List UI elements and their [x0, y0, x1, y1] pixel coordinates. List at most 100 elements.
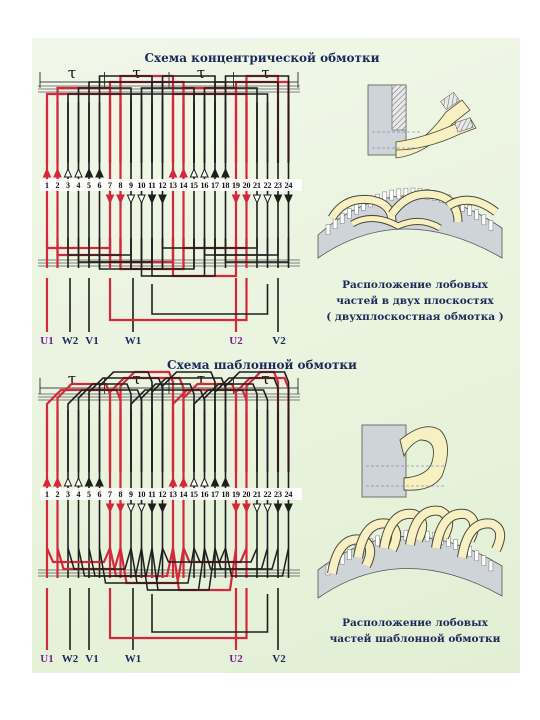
phase-u-return	[108, 588, 248, 640]
slot-number: 1	[45, 181, 49, 190]
bottom-coil-side-sketch	[361, 424, 448, 498]
current-arrow	[42, 167, 52, 178]
current-arrow	[74, 476, 83, 487]
pole-pitch-label: τ	[68, 64, 76, 82]
top-title: Схема концентрической обмотки	[144, 51, 379, 65]
bottom-title: Схема шаблонной обмотки	[167, 358, 357, 372]
slot-number: 24	[285, 490, 293, 499]
slot-number: 10	[138, 181, 146, 190]
phase-u-coil-top	[56, 86, 112, 163]
current-arrow	[84, 167, 94, 178]
slot-number: 17	[211, 181, 219, 190]
phase-u-coil-bottom	[45, 547, 112, 564]
current-arrow	[284, 194, 293, 205]
top-winding-wires	[38, 74, 300, 332]
current-arrow	[53, 476, 62, 487]
slot-number: 1	[45, 490, 49, 499]
slot-number: 17	[211, 490, 219, 499]
stator-tooth	[481, 555, 487, 566]
slot-number: 6	[98, 181, 102, 190]
slot-number: 2	[56, 181, 60, 190]
slot-number: 15	[190, 490, 198, 499]
bottom-caption: Расположение лобовых частей шаблонной об…	[330, 617, 501, 645]
template-coil-fill	[380, 509, 427, 549]
current-arrow	[126, 503, 136, 514]
current-arrow	[116, 503, 125, 514]
terminal-label: U2	[229, 335, 243, 347]
coil-top	[203, 87, 258, 163]
slot-number: 16	[201, 490, 209, 499]
slot-number: 8	[119, 490, 123, 499]
phase-return	[151, 594, 269, 633]
current-arrow	[231, 194, 241, 205]
current-arrow	[147, 503, 157, 514]
stator-tooth	[474, 550, 479, 562]
slot-number: 7	[108, 181, 112, 190]
current-arrow	[137, 503, 146, 514]
current-arrow	[273, 194, 283, 205]
stator-tooth	[474, 209, 479, 221]
current-arrow	[168, 476, 178, 487]
bottom-template-coils	[327, 505, 506, 575]
slot-number: 21	[253, 181, 261, 190]
terminal-label: W2	[62, 653, 79, 665]
slot-number: 11	[148, 181, 156, 190]
coil-bottom	[151, 238, 216, 277]
coil-bottom	[67, 547, 132, 570]
pole-pitch-label: τ	[197, 370, 205, 388]
top-caption-line-3: ( двухплоскостная обмотка )	[326, 311, 503, 323]
coil-bottom	[151, 547, 216, 591]
coil-bottom	[161, 547, 227, 563]
terminal-label: V2	[272, 653, 286, 665]
pole-pitch-label: τ	[68, 370, 76, 388]
coil-bottom	[224, 547, 290, 577]
current-arrow	[42, 476, 52, 487]
slot-number-band	[40, 179, 302, 191]
slot-number: 11	[148, 490, 156, 499]
current-arrow	[210, 476, 220, 487]
current-arrow	[105, 503, 115, 514]
pole-pitch-label: τ	[261, 64, 269, 82]
coil-bottom	[98, 238, 164, 270]
slot-number: 18	[222, 490, 230, 499]
coil-bottom	[214, 238, 279, 256]
slot-number: 13	[169, 181, 177, 190]
stator-tooth	[332, 218, 338, 230]
stator-tooth	[325, 224, 331, 235]
coil-top	[161, 371, 216, 472]
slot-number: 23	[274, 490, 282, 499]
bottom-caption-line-1: Расположение лобовых	[342, 617, 489, 629]
stator-tooth	[488, 220, 494, 231]
slot-number: 14	[180, 490, 188, 499]
slot-number: 8	[119, 181, 123, 190]
slot-number: 13	[169, 490, 177, 499]
slot-number: 14	[180, 181, 188, 190]
coil-bottom	[224, 238, 290, 263]
current-arrow	[242, 194, 251, 205]
terminal-label: V1	[85, 653, 98, 665]
coil-top	[77, 87, 132, 163]
slot-number: 5	[87, 490, 91, 499]
current-arrow	[231, 503, 241, 514]
stator-tooth	[347, 208, 352, 219]
current-arrow	[252, 503, 262, 514]
top-coil-side-sketch	[367, 84, 477, 159]
stator-tooth	[339, 213, 345, 224]
current-arrow	[263, 194, 272, 205]
current-arrow	[147, 194, 157, 205]
terminal-label: V1	[85, 335, 98, 347]
slot-number: 19	[232, 490, 240, 499]
current-arrow	[53, 167, 62, 178]
stator-tooth	[347, 549, 352, 560]
current-arrow	[273, 503, 283, 514]
stator-tooth	[467, 205, 472, 216]
coil-top	[140, 87, 195, 163]
slot-number: 7	[108, 490, 112, 499]
slot-number: 6	[98, 490, 102, 499]
current-arrow	[221, 167, 230, 178]
slot-number: 9	[129, 181, 133, 190]
top-caption: Расположение лобовых частей в двух плоск…	[326, 279, 503, 323]
